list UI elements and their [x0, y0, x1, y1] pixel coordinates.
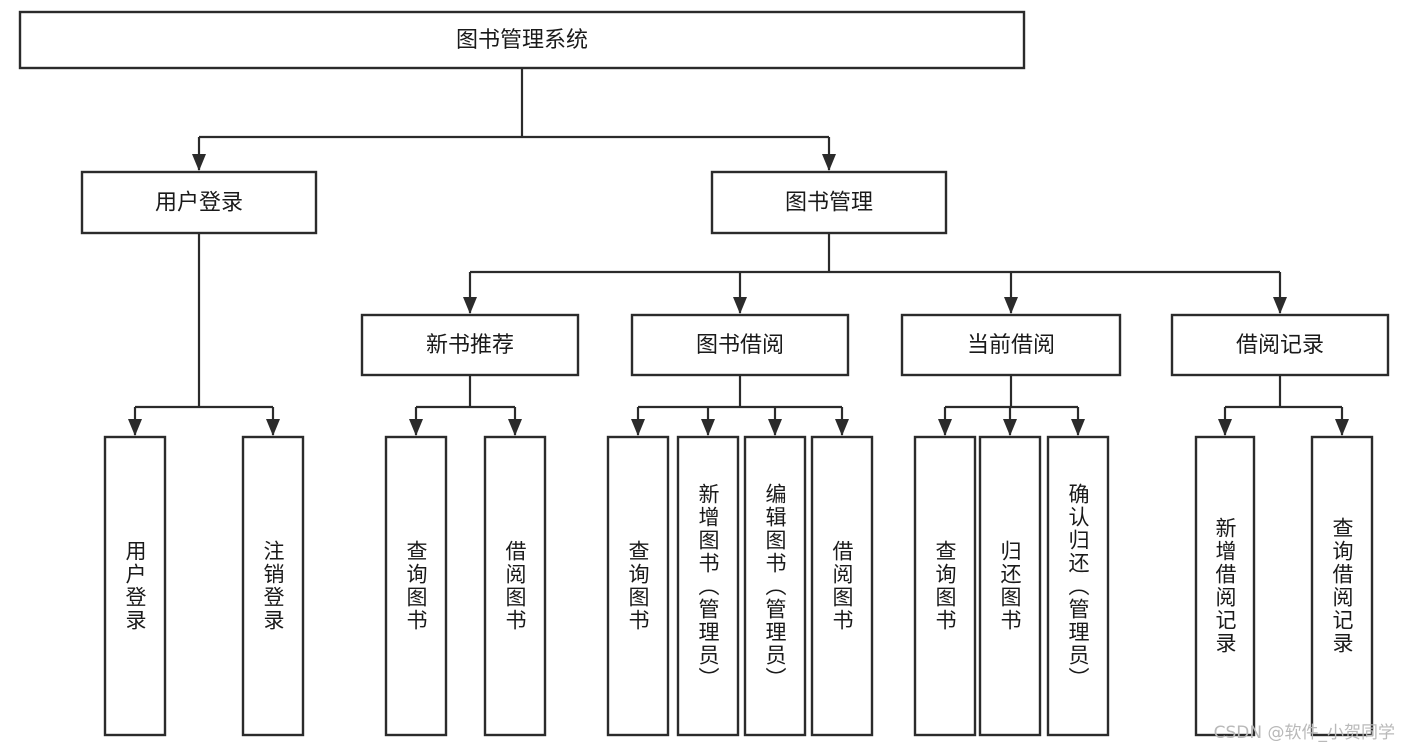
- arrow-head-icon: [701, 419, 715, 436]
- arrow-head-icon: [1004, 297, 1018, 314]
- arrow-head-icon: [508, 419, 522, 436]
- arrow-head-icon: [835, 419, 849, 436]
- node-level3-1[interactable]: [630, 313, 850, 377]
- arrow-head-icon: [1273, 297, 1287, 314]
- node-level2-0[interactable]: [80, 170, 318, 235]
- node-level3-label-1: 图书借阅: [696, 333, 784, 358]
- node-leaf-2[interactable]: [384, 435, 448, 737]
- arrow-head-icon: [631, 419, 645, 436]
- arrow-head-icon: [1003, 419, 1017, 436]
- arrow-head-icon: [1218, 419, 1232, 436]
- node-level3-3[interactable]: [1170, 313, 1390, 377]
- arrow-head-icon: [1071, 419, 1085, 436]
- node-level3-label-0: 新书推荐: [426, 333, 514, 358]
- node-level3-label-3: 借阅记录: [1236, 333, 1324, 358]
- node-leaf-5[interactable]: [676, 435, 740, 737]
- node-leaf-0[interactable]: [103, 435, 167, 737]
- node-level3-0[interactable]: [360, 313, 580, 377]
- arrow-head-icon: [1335, 419, 1349, 436]
- arrow-head-icon: [463, 297, 477, 314]
- node-leaf-6[interactable]: [743, 435, 807, 737]
- arrow-head-icon: [266, 419, 280, 436]
- node-root-label: 图书管理系统: [456, 28, 588, 53]
- node-level3-label-2: 当前借阅: [967, 333, 1055, 358]
- watermark-text: CSDN @软件_小贺同学: [1213, 723, 1395, 743]
- node-level3-2[interactable]: [900, 313, 1122, 377]
- arrow-head-icon: [822, 154, 836, 171]
- node-root[interactable]: [18, 10, 1026, 70]
- arrow-head-icon: [938, 419, 952, 436]
- node-level2-label-1: 图书管理: [785, 191, 873, 216]
- node-leaf-4[interactable]: [606, 435, 670, 737]
- node-leaf-9[interactable]: [978, 435, 1042, 737]
- node-leaf-7[interactable]: [810, 435, 874, 737]
- node-leaf-8[interactable]: [913, 435, 977, 737]
- node-boxes: [18, 10, 1390, 737]
- node-leaf-12[interactable]: [1310, 435, 1374, 737]
- node-leaf-3[interactable]: [483, 435, 547, 737]
- arrow-head-icon: [733, 297, 747, 314]
- connector-lines: [128, 68, 1349, 436]
- node-level2-label-0: 用户登录: [155, 191, 243, 216]
- node-level2-1[interactable]: [710, 170, 948, 235]
- node-leaf-10[interactable]: [1046, 435, 1110, 737]
- arrow-head-icon: [768, 419, 782, 436]
- arrow-head-icon: [128, 419, 142, 436]
- arrow-head-icon: [192, 154, 206, 171]
- arrow-head-icon: [409, 419, 423, 436]
- node-leaf-1[interactable]: [241, 435, 305, 737]
- node-leaf-11[interactable]: [1194, 435, 1256, 737]
